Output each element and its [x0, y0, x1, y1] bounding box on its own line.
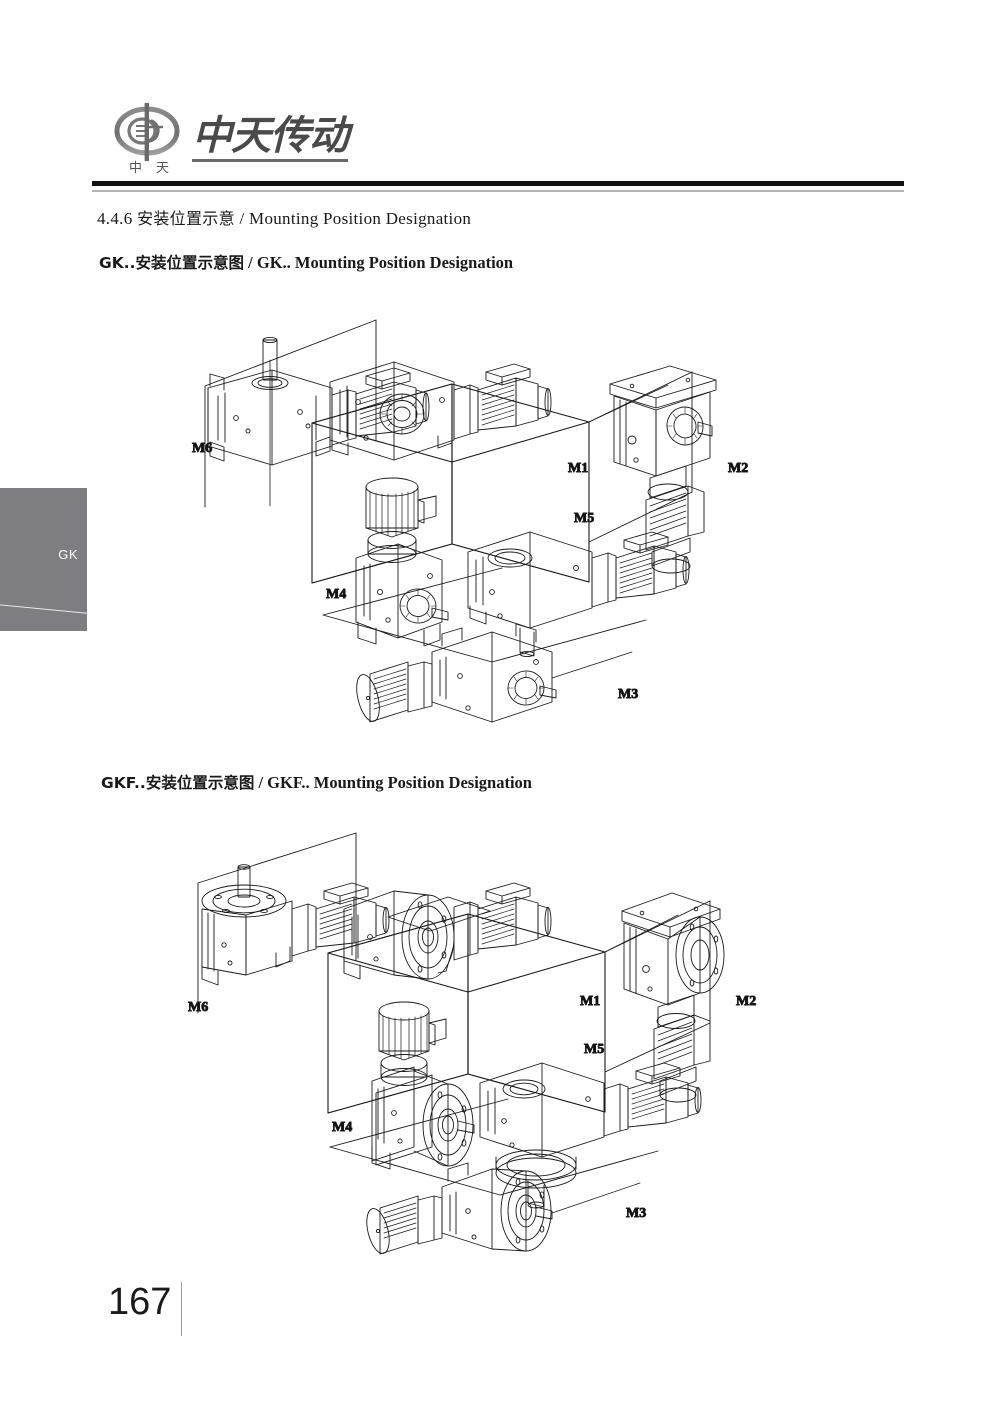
gk-heading-en: GK.. Mounting Position Designation	[256, 253, 514, 272]
gearbox-unit-m4	[355, 477, 449, 647]
gearbox-flange-unit-m3	[366, 1162, 553, 1255]
gearbox-unit-m1	[329, 361, 552, 461]
reference-cube	[327, 913, 606, 1114]
logo-wordmark-text: 中天传动	[192, 113, 349, 159]
label-m1: M1	[568, 461, 588, 476]
section-separator: /	[239, 209, 245, 228]
label-m1: M1	[580, 994, 600, 1009]
gearbox-unit-m3	[356, 623, 557, 723]
company-logo: 中 天 中天传动	[108, 100, 368, 178]
gearbox-flange-unit-m4	[371, 1001, 475, 1170]
page-number: 167	[108, 1281, 172, 1323]
svg-text:中: 中	[129, 161, 142, 176]
label-m6: M6	[188, 1000, 208, 1015]
section-number: 4.4.6	[97, 209, 133, 228]
label-m5: M5	[584, 1042, 604, 1057]
label-m2: M2	[728, 461, 748, 476]
gk-block-heading: GK..安装位置示意图 / GK.. Mounting Position Des…	[99, 251, 513, 273]
gearbox-unit-m2	[609, 365, 717, 574]
header-divider-thin	[92, 190, 904, 192]
gearbox-unit-m6	[207, 336, 430, 466]
label-m2: M2	[736, 994, 756, 1009]
gk-heading-separator: /	[248, 253, 253, 272]
leader-line-m3	[551, 651, 633, 679]
gearbox-unit-m5	[467, 531, 690, 658]
gk-mounting-position-diagram: M6	[180, 300, 880, 740]
gearbox-flange-unit-m5	[479, 1062, 702, 1209]
gearbox-flange-unit-m2	[621, 892, 725, 1103]
leader-line-m2	[604, 914, 679, 953]
svg-text:天: 天	[156, 161, 169, 176]
gk-heading-cn: GK..安装位置示意图	[99, 254, 245, 272]
gearbox-flange-unit-m1	[343, 882, 552, 980]
section-heading: 4.4.6 安装位置示意 / Mounting Position Designa…	[97, 205, 471, 229]
label-m5: M5	[574, 511, 594, 526]
section-side-tab-gk: GK	[0, 488, 87, 631]
projection-planes	[204, 319, 693, 663]
gkf-mounting-position-diagram: M6	[180, 825, 880, 1275]
gkf-block-heading: GKF..安装位置示意图 / GKF.. Mounting Position D…	[101, 771, 532, 793]
projection-planes	[197, 832, 711, 1196]
section-title-en: Mounting Position Designation	[249, 209, 472, 228]
zhongtian-oval-emblem: 中 天	[108, 100, 186, 178]
leader-line-m2	[588, 384, 669, 423]
logo-wordmark-underline	[192, 159, 348, 162]
gkf-heading-en: GKF.. Mounting Position Designation	[267, 773, 532, 792]
label-m4: M4	[332, 1120, 352, 1135]
logo-wordmark-group: 中天传动	[192, 113, 349, 162]
header-divider-thick	[92, 181, 904, 186]
label-m3: M3	[626, 1206, 646, 1221]
label-m6: M6	[192, 441, 212, 456]
page-number-divider	[181, 1282, 182, 1336]
side-tab-label: GK	[58, 547, 78, 562]
label-m4: M4	[326, 587, 346, 602]
gkf-heading-cn: GKF..安装位置示意图	[101, 774, 255, 792]
side-tab-diagonal-line	[0, 604, 87, 615]
gearbox-flange-unit-m6	[201, 864, 390, 986]
section-title-cn: 安装位置示意	[137, 209, 235, 228]
leader-line-m3	[551, 1182, 641, 1214]
gkf-heading-separator: /	[258, 773, 264, 792]
reference-cube	[311, 383, 590, 584]
label-m3: M3	[618, 687, 638, 702]
